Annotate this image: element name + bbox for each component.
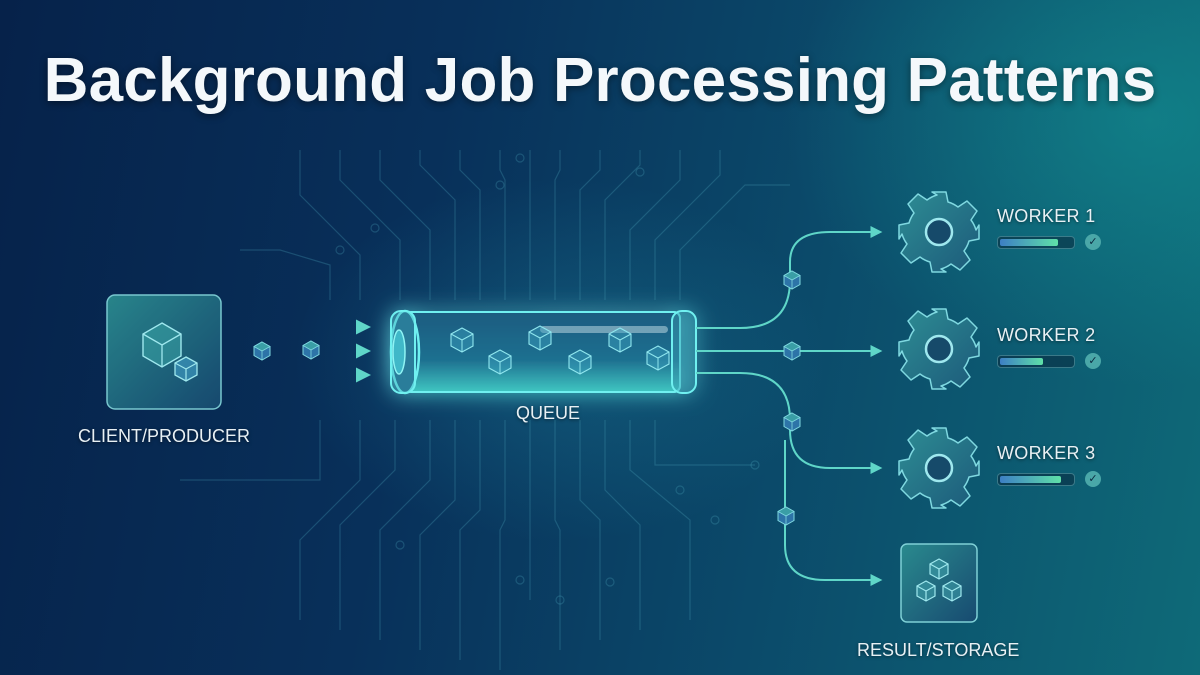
circuit-traces	[180, 150, 790, 670]
page-title: Background Job Processing Patterns	[43, 46, 1157, 115]
storage-node	[900, 543, 978, 623]
cubes-icon	[142, 322, 198, 382]
worker-3-progress	[997, 473, 1075, 486]
queue-tube	[389, 309, 697, 395]
stacked-cubes-icon	[916, 558, 962, 602]
gear-icon	[897, 307, 981, 391]
gear-icon	[897, 190, 981, 274]
check-icon: ✓	[1085, 234, 1101, 250]
storage-label: RESULT/STORAGE	[857, 640, 1020, 660]
worker-1-label: WORKER 1	[997, 206, 1096, 226]
worker-2-label: WORKER 2	[997, 325, 1096, 345]
gear-icon	[897, 426, 981, 510]
queue-label: QUEUE	[516, 403, 581, 423]
producer-node	[106, 294, 222, 410]
worker-2-progress	[997, 355, 1075, 368]
producer-label: CLIENT/PRODUCER	[78, 426, 251, 446]
check-icon: ✓	[1085, 353, 1101, 369]
check-icon: ✓	[1085, 471, 1101, 487]
worker-1-progress	[997, 236, 1075, 249]
worker-3-label: WORKER 3	[997, 443, 1096, 463]
producer-to-queue-arrows	[250, 319, 371, 383]
